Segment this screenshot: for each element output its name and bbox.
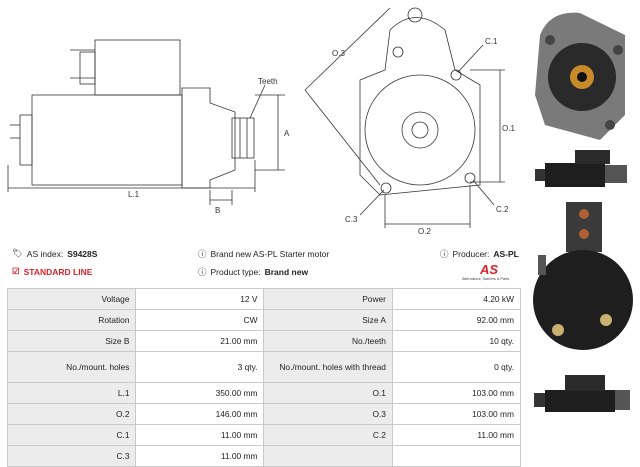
label-c2: C.2 — [496, 205, 509, 214]
spec-label: C.3 — [6, 445, 137, 467]
spec-value: 11.00 mm — [135, 445, 265, 467]
spec-label: O.3 — [263, 403, 393, 425]
spec-value: 11.00 mm — [135, 424, 265, 446]
label-c1: C.1 — [485, 37, 498, 46]
label-b: B — [215, 206, 220, 215]
label-o2: O.2 — [418, 227, 431, 236]
housing-circle — [364, 74, 476, 186]
spec-value: 21.00 mm — [135, 330, 265, 352]
spec-value: 146.00 mm — [135, 403, 265, 425]
tag-icon: 🏷 — [12, 248, 23, 258]
spec-label: C.1 — [6, 424, 137, 446]
spec-value: 10 qty. — [391, 330, 522, 352]
nose-housing-outline — [181, 87, 236, 189]
spec-label: Rotation — [6, 309, 137, 331]
spec-value: 11.00 mm — [391, 424, 522, 446]
label-l1: L.1 — [128, 190, 140, 199]
spec-value: 3 qty. — [135, 351, 265, 383]
photo-bottom-view — [534, 375, 630, 412]
flange-outline — [359, 17, 481, 196]
spec-value: CW — [135, 309, 265, 331]
product-info: 🏷 AS index: S9428S ⓘ Brand new AS-PL Sta… — [10, 246, 520, 282]
spec-label: O.2 — [6, 403, 137, 425]
photo-front-view — [535, 12, 625, 140]
spec-label: Size A — [263, 309, 393, 331]
label-teeth: Teeth — [258, 77, 278, 86]
as-pl-logo: AS Alternators, Starters & Parts — [462, 262, 510, 281]
as-index: 🏷 AS index: S9428S — [12, 248, 98, 259]
spec-value: 103.00 mm — [391, 382, 522, 404]
standard-line: ☑ STANDARD LINE — [12, 266, 93, 277]
spec-value: 12 V — [135, 288, 265, 310]
spec-label: L.1 — [6, 382, 137, 404]
label-c3: C.3 — [345, 215, 358, 224]
spec-value: 103.00 mm — [391, 403, 522, 425]
spec-label: No./teeth — [263, 330, 393, 352]
technical-drawing: Teeth A B L.1 O.1 O.2 O.3 C.1 C.2 C.3 — [7, 7, 515, 236]
spec-value: 0 qty. — [391, 351, 522, 383]
label-o3: O.3 — [332, 49, 345, 58]
info-icon: ⓘ — [198, 249, 207, 259]
solenoid-outline — [94, 39, 181, 96]
spec-label: O.1 — [263, 382, 393, 404]
product-type: ⓘ Product type: Brand new — [198, 267, 309, 277]
motor-body-outline — [31, 94, 183, 186]
spec-value — [391, 445, 522, 467]
label-a: A — [284, 129, 290, 138]
spec-label: No./mount. holes with thread — [263, 351, 393, 383]
brand-new-description: ⓘ Brand new AS-PL Starter motor — [198, 249, 330, 259]
info-icon: ⓘ — [440, 249, 449, 259]
spec-label: No./mount. holes — [6, 351, 137, 383]
spec-label — [263, 445, 393, 467]
spec-value: 92.00 mm — [391, 309, 522, 331]
spec-label: Power — [263, 288, 393, 310]
spec-value: 4.20 kW — [391, 288, 522, 310]
label-o1: O.1 — [502, 124, 515, 133]
spec-value: 350.00 mm — [135, 382, 265, 404]
spec-label: C.2 — [263, 424, 393, 446]
producer: ⓘ Producer: AS-PL — [440, 249, 519, 259]
check-square-icon: ☑ — [12, 266, 20, 276]
info-icon: ⓘ — [198, 267, 207, 277]
photo-side-view — [535, 150, 627, 187]
spec-label: Voltage — [6, 288, 137, 310]
spec-label: Size B — [6, 330, 137, 352]
photo-rear-view — [533, 202, 633, 350]
